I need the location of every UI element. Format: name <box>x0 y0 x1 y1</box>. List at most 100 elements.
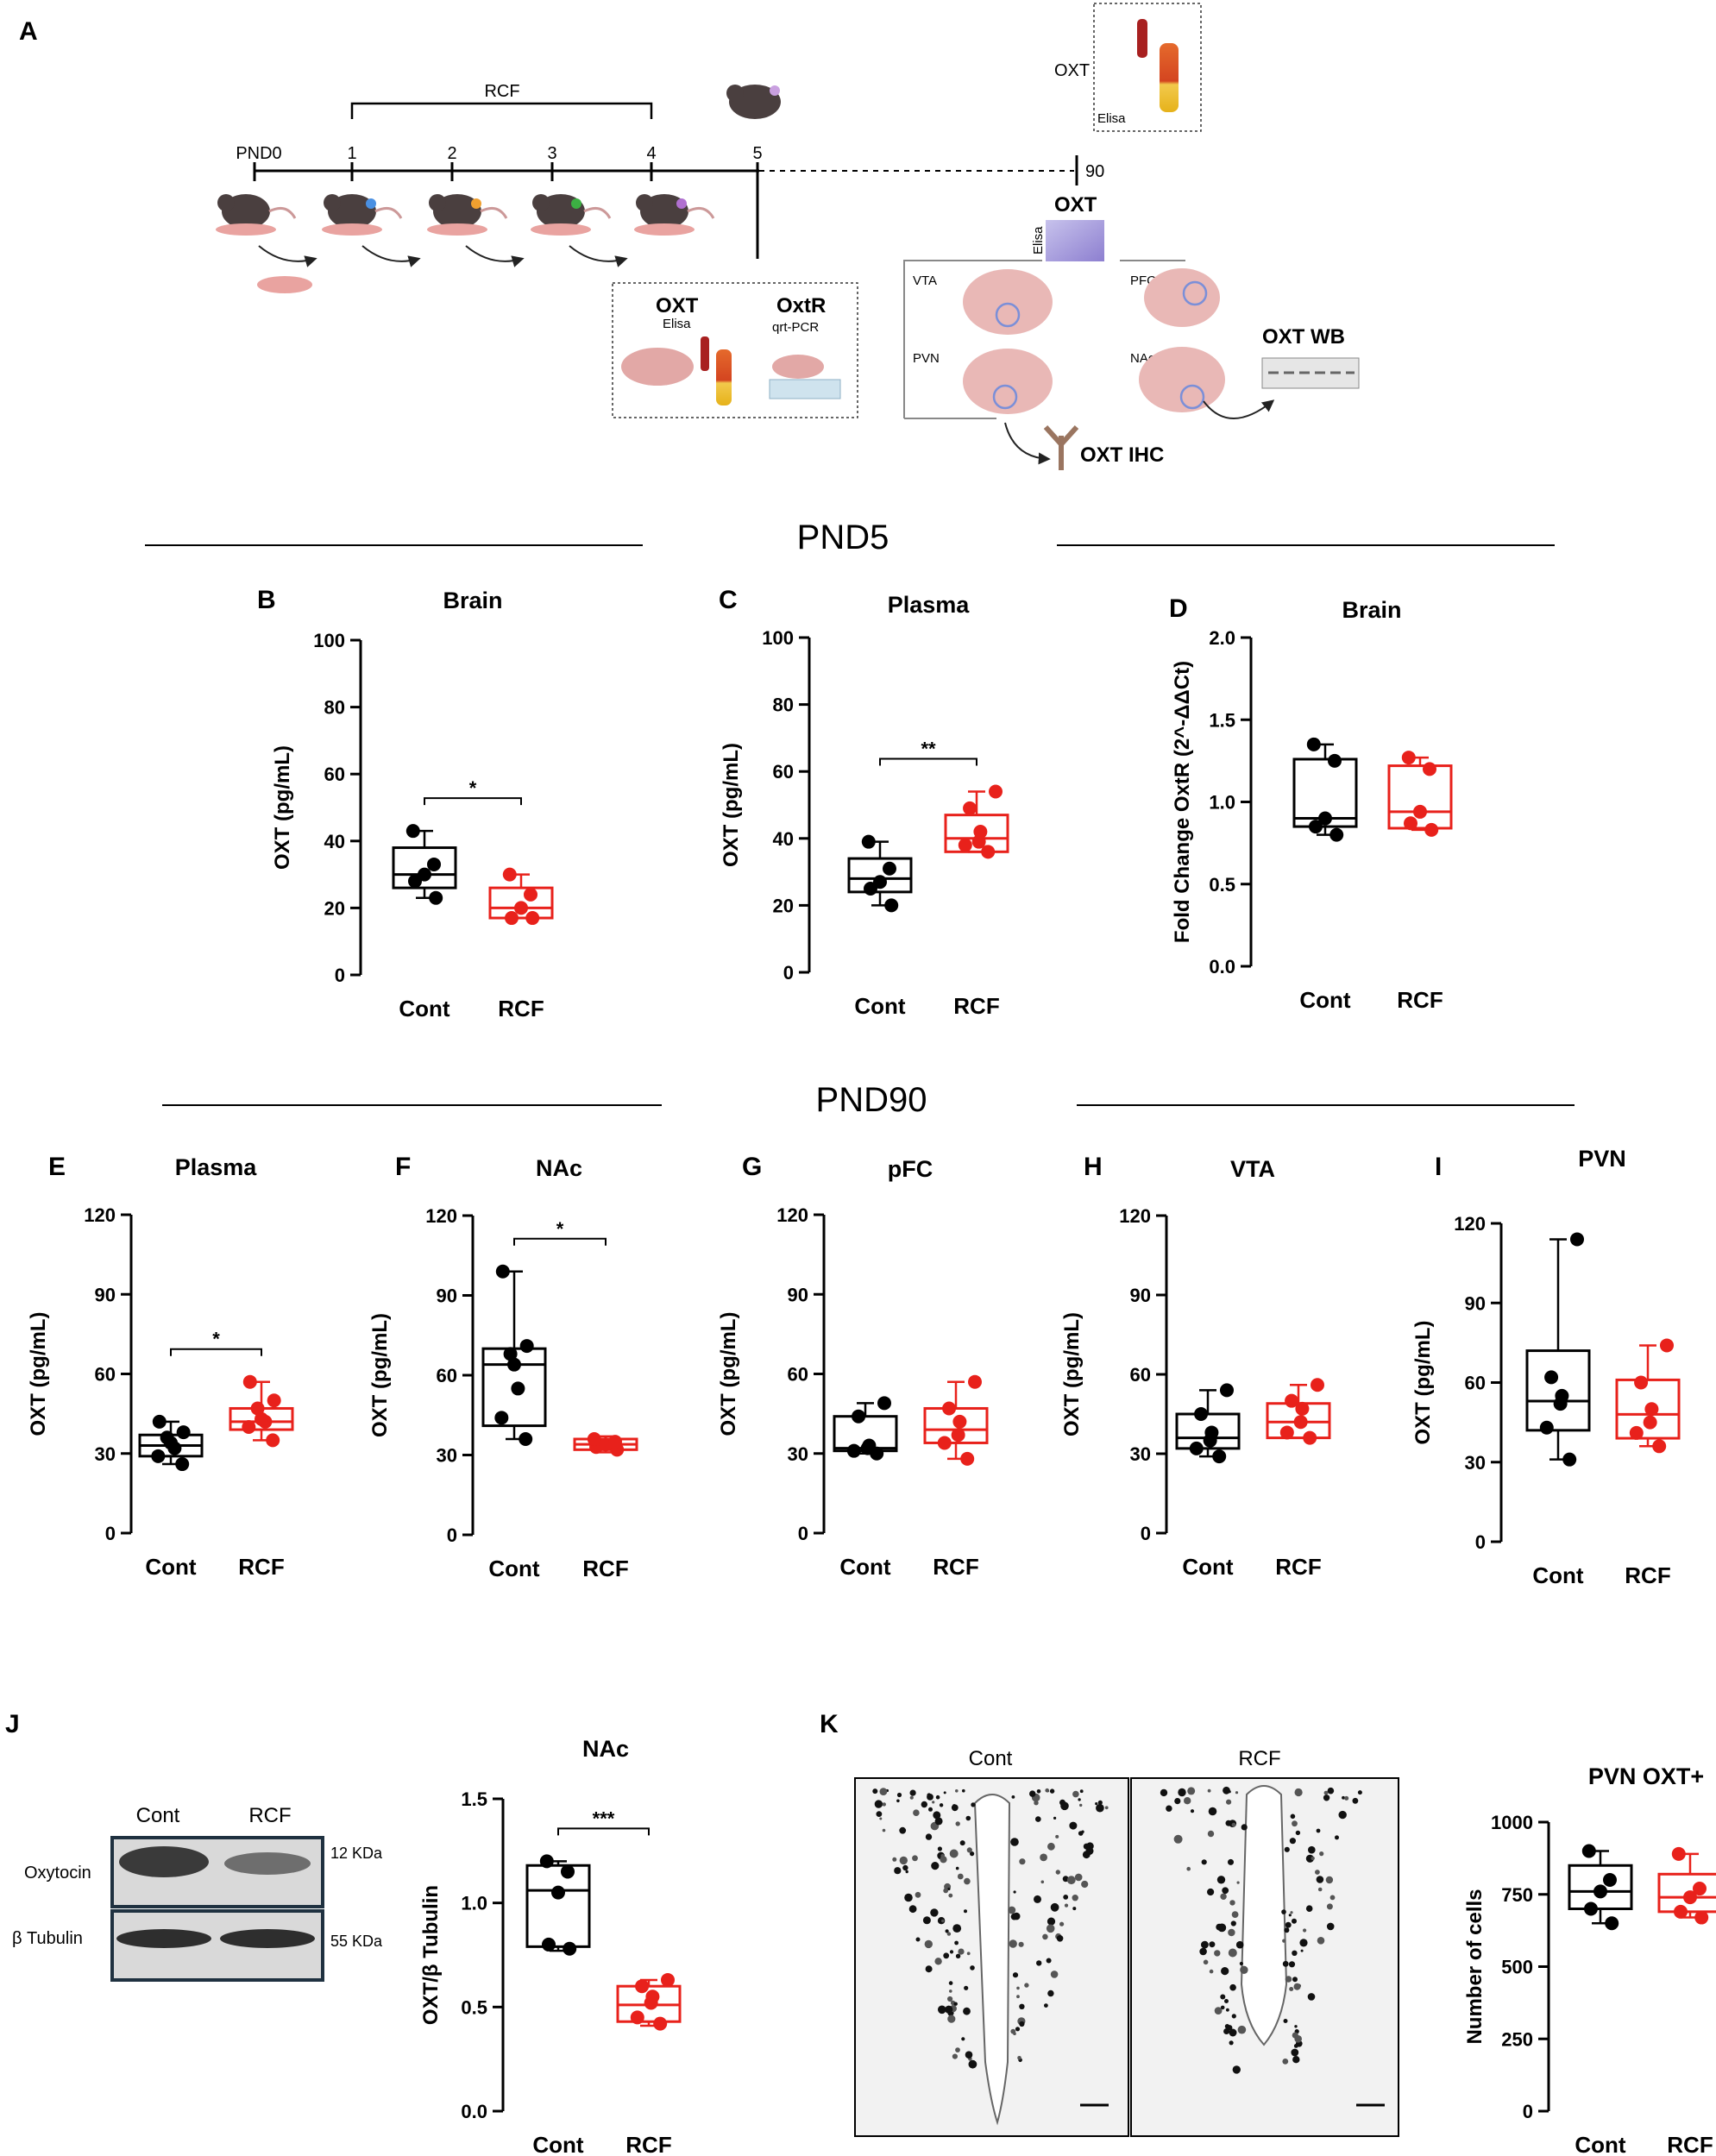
data-point <box>861 834 876 849</box>
data-point <box>160 1430 174 1445</box>
x-category-label: RCF <box>238 1554 284 1580</box>
chart-title: Plasma <box>888 592 971 618</box>
data-point <box>1652 1439 1667 1454</box>
oxt-cell <box>952 2053 958 2059</box>
y-tick-label: 120 <box>84 1204 116 1226</box>
brain-section-vta <box>963 269 1053 335</box>
mouse-icons <box>216 85 781 293</box>
oxt-cell <box>1013 2032 1016 2035</box>
y-tick-label: 60 <box>324 764 345 785</box>
data-point <box>942 1401 957 1416</box>
oxt-cell <box>1228 1928 1235 1937</box>
x-category-label: RCF <box>1275 1554 1321 1580</box>
chart-title: PVN <box>1578 1146 1626 1172</box>
section-title-pnd90: PND90 <box>816 1081 927 1119</box>
oxt-cell <box>1220 1893 1227 1900</box>
data-point <box>653 2016 668 2031</box>
significance-label: * <box>212 1329 220 1350</box>
oxt-cell <box>970 1851 975 1857</box>
data-point <box>551 1885 565 1900</box>
mouse-icon <box>322 194 403 236</box>
data-point <box>873 875 887 889</box>
oxt-cell <box>952 1804 956 1807</box>
y-tick-label: 2.0 <box>1209 627 1235 649</box>
significance-label: *** <box>593 1807 615 1829</box>
oxt-cell <box>1055 1870 1061 1875</box>
y-tick-label: 90 <box>437 1285 457 1307</box>
oxt-cell <box>1203 1959 1209 1965</box>
oxt-cell <box>1016 1986 1020 1990</box>
data-point <box>152 1414 167 1429</box>
oxt-cell <box>1186 1866 1191 1871</box>
data-point <box>1295 1401 1310 1416</box>
oxt-ihc-label: OXT IHC <box>1080 443 1164 467</box>
data-point <box>1693 1882 1707 1896</box>
oxt-cell <box>1232 2065 1241 2074</box>
oxt-cell <box>970 1965 975 1971</box>
data-point <box>1204 1425 1219 1440</box>
oxt-cell <box>1017 2056 1021 2060</box>
oxt-cell <box>1083 1843 1090 1850</box>
data-point <box>1643 1415 1657 1430</box>
x-category-label: Cont <box>145 1554 197 1580</box>
oxt-cell <box>953 2002 958 2006</box>
oxt-cell <box>934 1817 943 1826</box>
data-point <box>852 1409 866 1424</box>
timeline: PND0 1 2 3 4 5 90 <box>236 144 1104 259</box>
oxt-cell <box>1166 1805 1172 1812</box>
data-point <box>418 867 431 882</box>
oxt-cell <box>1311 1856 1315 1861</box>
mouse-icon <box>216 194 297 236</box>
y-tick-label: 1.0 <box>1209 792 1235 814</box>
x-category-label: Cont <box>1182 1554 1234 1580</box>
oxt-cell <box>955 1953 961 1958</box>
blood-tube-icon <box>1137 19 1147 58</box>
adult-brain-box: OXT Elisa VTA PFC PVN NAc OXT WB OXT IHC <box>903 193 1360 470</box>
oxt-cell <box>1317 1937 1325 1945</box>
oxt-cell <box>1294 2025 1298 2028</box>
box-rcf <box>1615 1378 1681 1440</box>
oxt-cell <box>1221 1967 1229 1976</box>
data-point <box>1660 1338 1674 1353</box>
oxt-cells-cont <box>872 1788 1109 2069</box>
oxt-cell <box>964 1985 969 1990</box>
chart-title: NAc <box>582 1736 629 1762</box>
data-point <box>883 861 896 876</box>
oxt-cell <box>1293 2044 1298 2048</box>
panel-letter-c: C <box>719 586 738 614</box>
wb-band-oxytocin-cont <box>119 1846 209 1877</box>
y-tick-label: 60 <box>95 1364 116 1386</box>
oxt-cell <box>968 2059 977 2069</box>
oxt-cell <box>922 1916 931 1925</box>
oxt-cell <box>1227 2025 1233 2031</box>
data-point <box>937 1436 952 1450</box>
pnd5-oxt-elisa-label: Elisa <box>663 317 691 331</box>
y-tick-label: 0.5 <box>1209 874 1235 896</box>
oxt-cell <box>925 1833 933 1840</box>
oxt-cell <box>1040 1853 1047 1862</box>
data-point <box>1629 1425 1644 1440</box>
data-point <box>175 1457 190 1472</box>
oxt-cell <box>962 1788 965 1793</box>
oxt-cell <box>1326 1922 1335 1931</box>
oxt-cell <box>964 1877 971 1885</box>
y-axis-label: OXT (pg/mL) <box>1060 1312 1084 1436</box>
data-point <box>507 1357 521 1372</box>
significance-bracket <box>557 1827 650 1836</box>
oxt-cell <box>1229 2028 1237 2037</box>
x-category-label: RCF <box>1625 1562 1670 1588</box>
y-tick-label: 0 <box>1523 2101 1533 2122</box>
data-point <box>1424 822 1439 837</box>
oxt-cell <box>1047 1917 1056 1926</box>
data-point <box>525 911 540 926</box>
oxt-cell <box>945 1929 949 1933</box>
oxt-cell <box>1010 1838 1019 1846</box>
oxt-cell <box>1079 1789 1084 1794</box>
oxt-cell <box>1012 1972 1019 1978</box>
oxt-cell <box>1303 1928 1307 1933</box>
data-point <box>1562 1452 1577 1467</box>
oxt-cell <box>1282 1939 1286 1943</box>
oxt-cell <box>1011 1795 1015 1799</box>
x-category-label: Cont <box>1575 2132 1626 2156</box>
